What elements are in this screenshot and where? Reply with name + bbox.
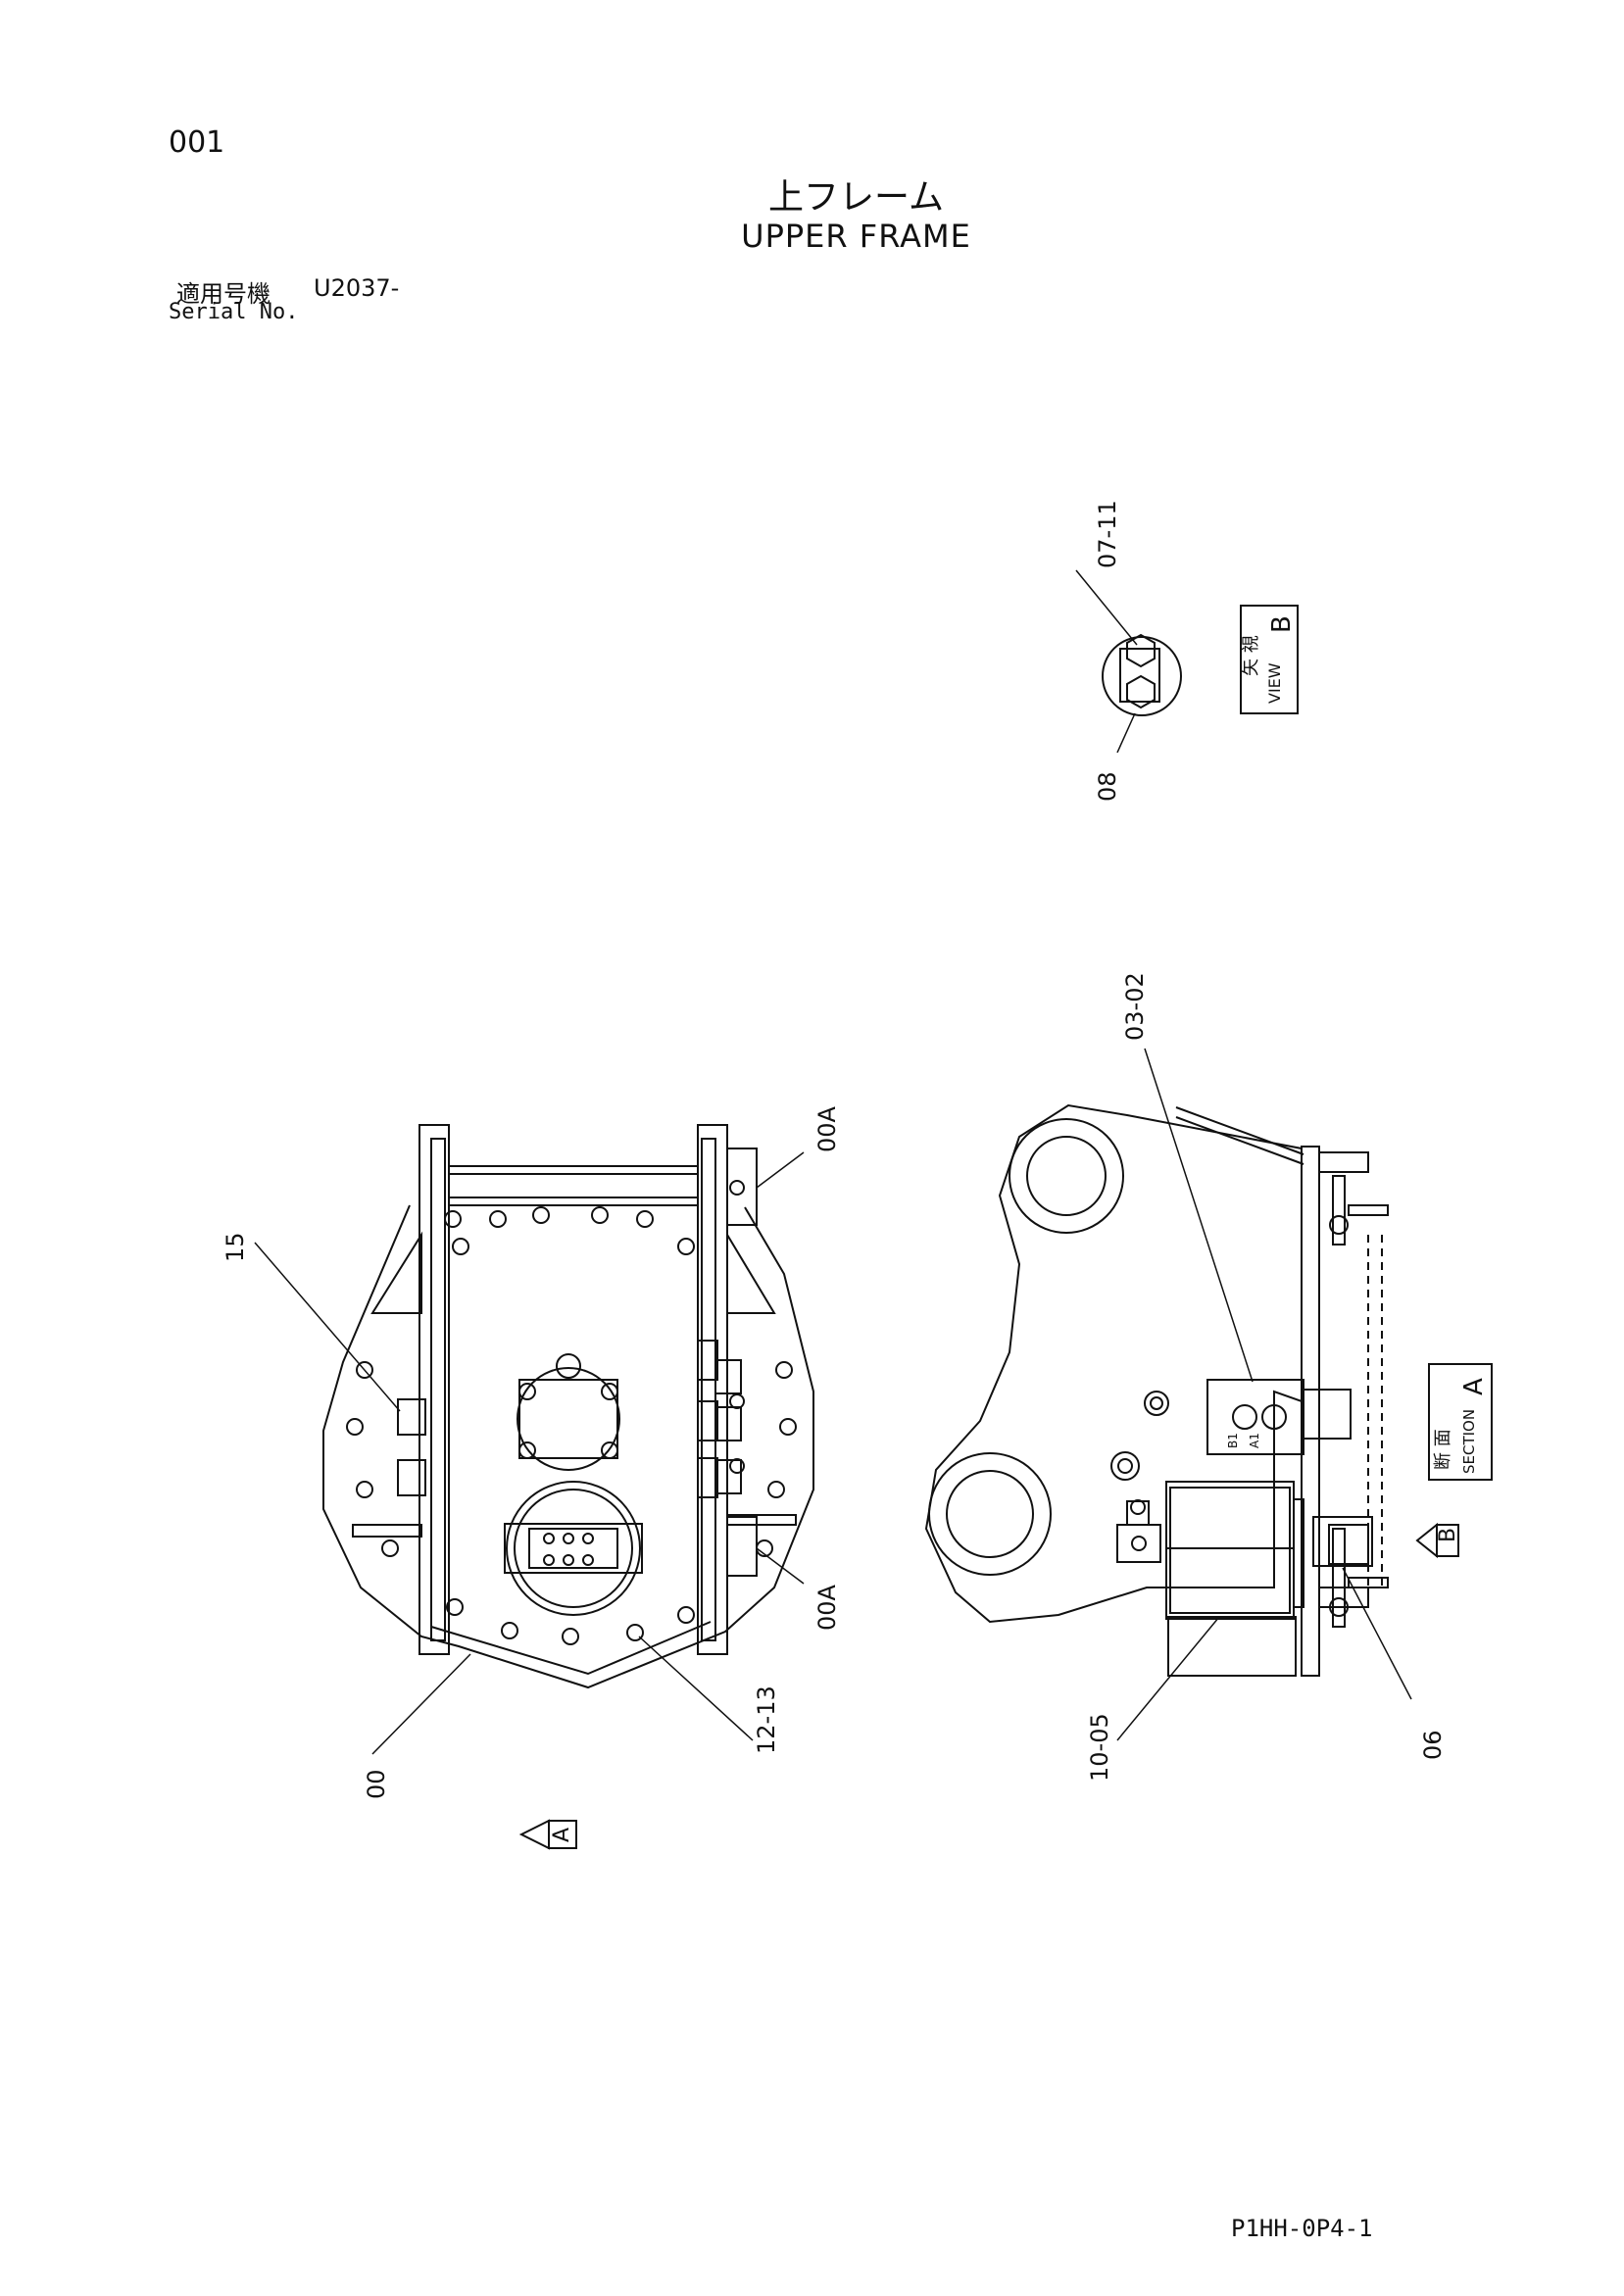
callout-15: 15 [221,1232,249,1262]
leader-line [1144,1048,1254,1383]
leader-line [1342,1567,1412,1700]
callout-00: 00 [363,1769,390,1799]
document-code: P1HH-0P4-1 [1231,2215,1373,2242]
leader-line [1116,712,1136,754]
upper-frame-top-view [254,1124,814,1850]
serial-label-en: Serial No. [169,300,299,324]
page-number: 001 [169,125,225,160]
view-b-label-en: VIEW [1265,662,1284,704]
leader-line [756,1547,805,1585]
view-b-label-jp: 矢 視 [1241,635,1261,676]
view-b-detail [1075,569,1299,754]
section-a-label-en: SECTION [1460,1409,1478,1474]
callout-12-13: 12-13 [753,1685,780,1754]
callout-00a-bottom: 00A [813,1584,841,1631]
part-mark-a1: A1 [1248,1433,1261,1448]
callout-07-11: 07-11 [1094,500,1121,568]
upper-frame-side-view [924,1048,1493,1741]
callout-10-05: 10-05 [1086,1713,1113,1782]
leader-line [254,1242,401,1412]
callout-06: 06 [1419,1730,1447,1760]
leader-line [756,1151,805,1189]
page-title-jp: 上フレーム [768,177,944,218]
part-mark-b1: B1 [1226,1433,1240,1448]
section-a-label-jp: 断 面 [1433,1429,1453,1470]
leader-line [371,1653,471,1755]
serial-value: U2037- [314,274,400,302]
view-marker-a: A [550,1828,574,1842]
callout-03-02: 03-02 [1121,972,1149,1041]
leader-line [638,1636,754,1741]
leader-line [1116,1616,1220,1741]
view-b-label-box [1240,605,1299,714]
callout-00a-top: 00A [813,1105,841,1152]
serial-label-jp: 適用号機 [176,280,271,308]
leader-line [1075,569,1138,646]
view-b-letter: B [1267,615,1297,633]
page-title-en: UPPER FRAME [741,218,971,255]
section-a-letter: A [1459,1378,1489,1395]
view-marker-b: B [1436,1528,1460,1542]
callout-08: 08 [1094,771,1121,802]
section-a-label-box [1428,1363,1493,1481]
